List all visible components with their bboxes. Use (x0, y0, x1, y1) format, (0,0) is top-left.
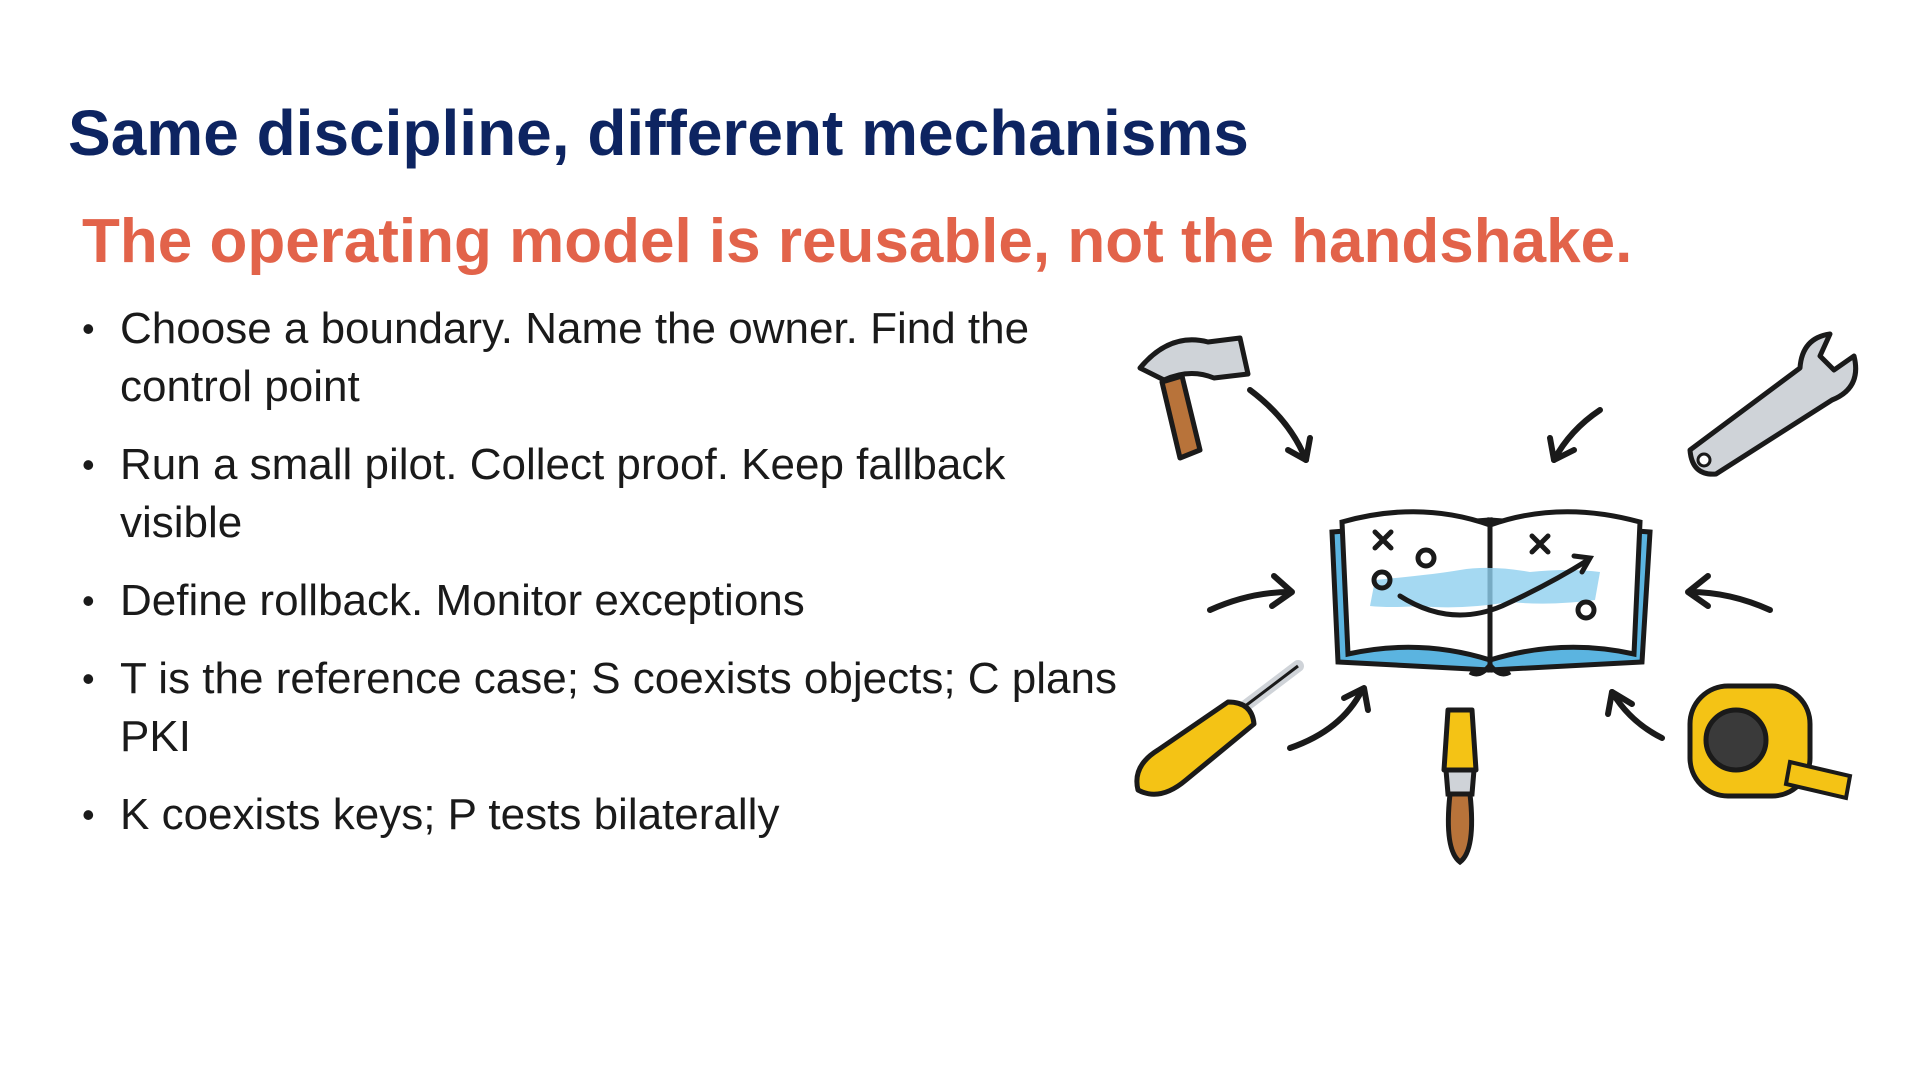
arrow-icon (1247, 387, 1309, 463)
arrows-group (1207, 387, 1773, 751)
bullet-item: Choose a boundary. Name the owner. Find … (82, 300, 1132, 416)
arrow-icon (1207, 589, 1293, 613)
bullet-item: Run a small pilot. Collect proof. Keep f… (82, 436, 1132, 552)
arrowhead-icon (1341, 685, 1371, 713)
tools-playbook-illustration (1134, 331, 1859, 866)
playbook-icon (1329, 509, 1653, 677)
hammer-icon (1137, 335, 1251, 461)
slide-subtitle: The operating model is reusable, not the… (82, 207, 1633, 276)
arrowhead-icon (1547, 435, 1577, 463)
arrowhead-icon (1269, 573, 1295, 609)
arrowhead-icon (1285, 435, 1313, 463)
wrench-icon (1687, 331, 1859, 477)
paintbrush-icon (1441, 707, 1479, 866)
tape-measure-icon (1687, 683, 1853, 801)
arrow-icon (1551, 407, 1603, 463)
bullet-item: T is the reference case; S coexists obje… (82, 650, 1132, 766)
bullet-item: K coexists keys; P tests bilaterally (82, 786, 1132, 844)
arrow-icon (1287, 687, 1365, 751)
slide-title: Same discipline, different mechanisms (68, 97, 1249, 169)
arrowhead-icon (1685, 573, 1711, 609)
bullet-list: Choose a boundary. Name the owner. Find … (82, 300, 1132, 864)
arrowhead-icon (1605, 689, 1635, 717)
screwdriver-icon (1134, 660, 1304, 797)
bullet-item: Define rollback. Monitor exceptions (82, 572, 1132, 630)
arrow-icon (1687, 589, 1773, 613)
